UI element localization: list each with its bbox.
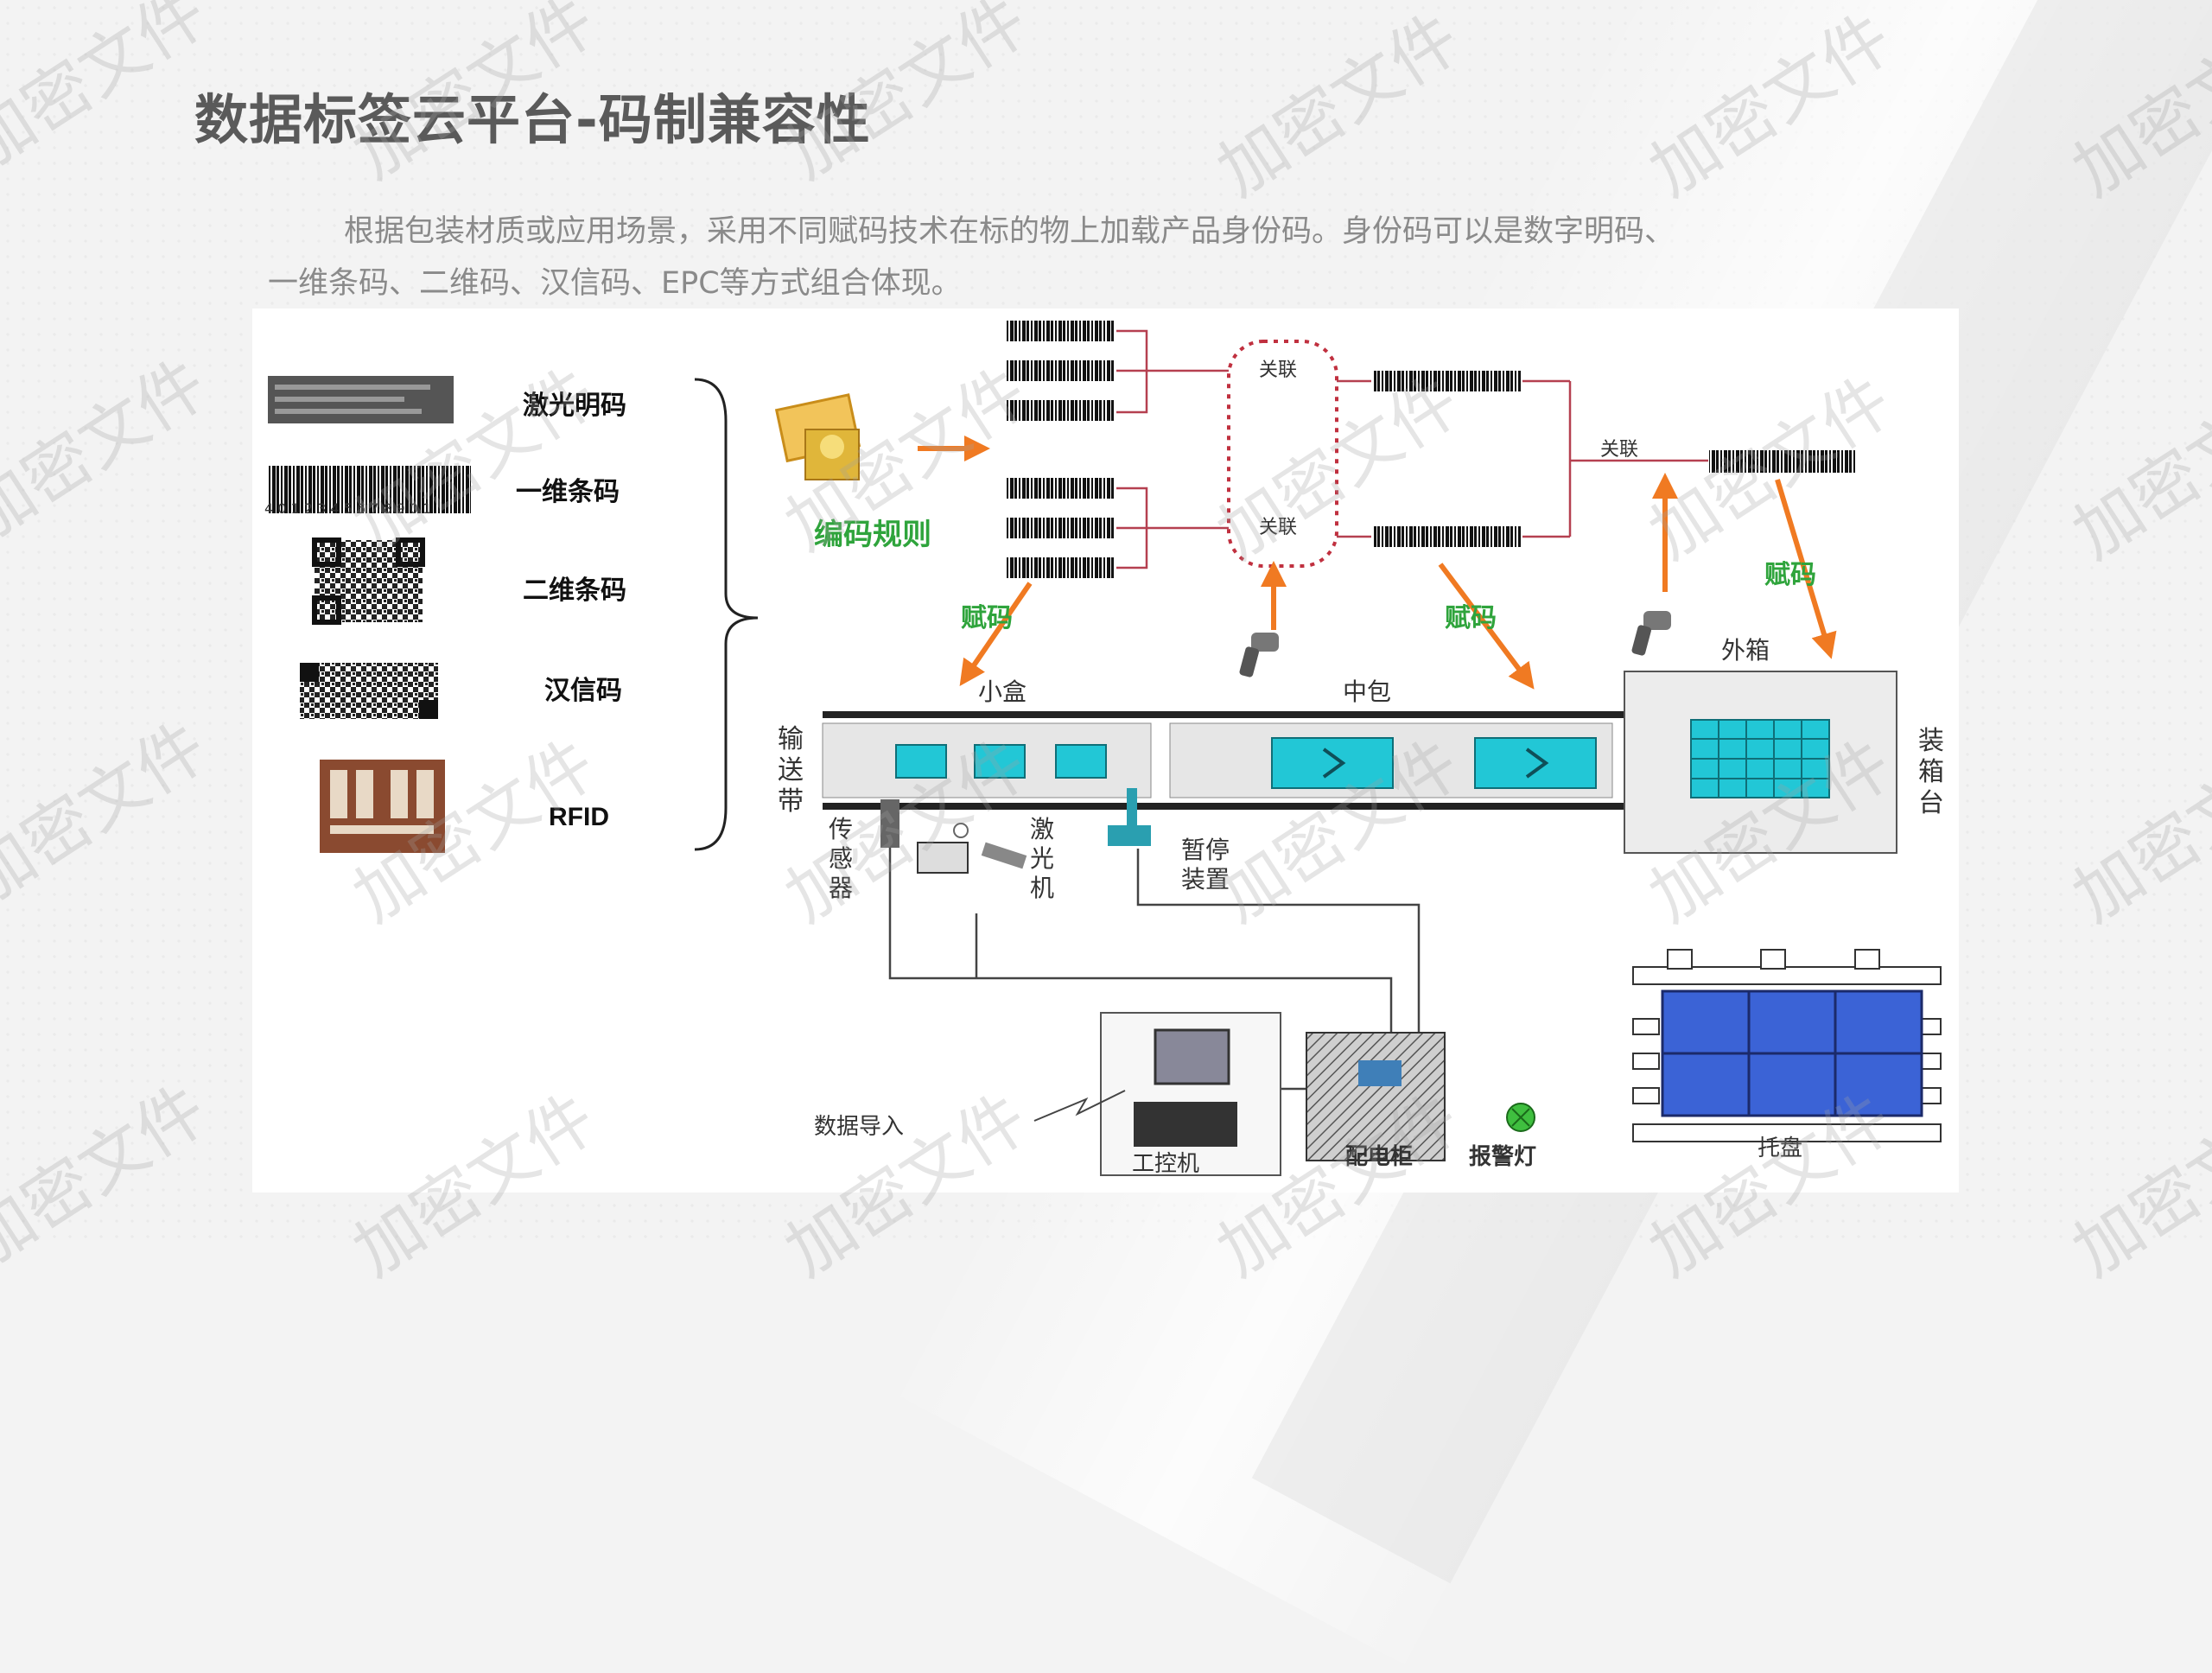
middle-packs [1271, 737, 1597, 789]
alarm-light-icon [1506, 1103, 1535, 1132]
assign-label-2: 赋码 [1445, 603, 1497, 633]
arrow-assign-outer-box [1775, 479, 1837, 659]
laser-code-sample [268, 376, 454, 423]
label-ipc: 工控机 [1132, 1151, 1199, 1177]
label-stopper-2: 装置 [1181, 865, 1230, 894]
label-sensor-1: 传 [829, 815, 853, 843]
pallet [1632, 949, 1942, 1142]
label-conveyor-3: 带 [778, 786, 804, 817]
label-1d-barcode: 一维条码 [516, 477, 620, 507]
grouping-brace [694, 378, 759, 851]
hanxin-code-sample [300, 663, 438, 719]
label-laser-1: 激 [1030, 815, 1054, 843]
outer-box-code [1709, 450, 1856, 473]
slide-title: 数据标签云平台-码制兼容性 [194, 88, 871, 151]
label-small-box: 小盒 [978, 677, 1027, 706]
barcode-sample: 4 0 1 2 3 4 5 6 7 8 9 0 1 [264, 466, 471, 517]
label-packing-3: 台 [1918, 788, 1944, 818]
label-rfid: RFID [549, 803, 609, 831]
label-stopper-1: 暂停 [1181, 836, 1230, 864]
label-outer-box: 外箱 [1721, 636, 1770, 665]
label-laser-code: 激光明码 [523, 391, 626, 421]
scanner-icon-middle [1239, 633, 1279, 677]
sensor-icon [880, 799, 899, 848]
label-alarm: 报警灯 [1469, 1143, 1536, 1170]
middle-pack-code-bottom [1374, 526, 1521, 547]
encoding-rule-label: 编码规则 [814, 518, 931, 552]
intro-paragraph: 根据包装材质或应用场景，采用不同赋码技术在标的物上加载产品身份码。身份码可以是数… [268, 206, 1754, 309]
rfid-tag-sample [320, 760, 445, 853]
associate-label-bottom: 关联 [1259, 517, 1297, 538]
barcode-digits: 4 0 1 2 3 4 5 6 7 8 9 0 1 [264, 500, 431, 517]
arrow-assign-small-box [959, 582, 1033, 686]
label-cabinet: 配电柜 [1345, 1144, 1413, 1170]
power-cabinet-icon [1306, 1032, 1446, 1161]
label-data-import: 数据导入 [814, 1114, 904, 1140]
intro-line-2: 一维条码、二维码、汉信码、EPC等方式组合体现。 [268, 266, 962, 301]
label-packing-1: 装 [1918, 726, 1944, 756]
conveyor-belt [822, 711, 1881, 810]
encoding-rule-icon [774, 393, 861, 480]
label-qr-code: 二维条码 [523, 576, 626, 606]
associate-label-right: 关联 [1600, 439, 1638, 461]
data-import-bolt [1033, 1090, 1126, 1122]
label-conveyor-2: 送 [778, 755, 804, 786]
barcode-stack-top [1006, 321, 1114, 421]
label-laser-3: 机 [1030, 874, 1054, 902]
label-hanxin-code: 汉信码 [544, 676, 622, 706]
middle-pack-code-top [1374, 371, 1521, 391]
arrow-assign-middle-pack [1438, 563, 1535, 690]
intro-line-1: 根据包装材质或应用场景，采用不同赋码技术在标的物上加载产品身份码。身份码可以是数… [344, 214, 1675, 249]
assign-label-3: 赋码 [1764, 560, 1816, 590]
label-laser-2: 光 [1030, 844, 1054, 873]
ipc-icon [1100, 1012, 1281, 1176]
scanner-icon-outer [1631, 611, 1671, 656]
laser-machine-icon [917, 823, 1027, 874]
association-lines [1116, 329, 1708, 569]
label-packing-2: 箱 [1918, 757, 1944, 787]
label-sensor-2: 感 [829, 844, 853, 873]
label-conveyor-1: 输 [778, 724, 804, 754]
stopper-icon [1108, 788, 1151, 846]
assign-label-1: 赋码 [961, 603, 1013, 633]
label-pallet: 托盘 [1758, 1135, 1802, 1161]
label-middle-pack: 中包 [1343, 677, 1391, 706]
small-boxes [895, 744, 1107, 779]
code-compat-diagram: 4 0 1 2 3 4 5 6 7 8 9 0 1 激光明码 一维条码 二维条码… [264, 321, 1944, 1177]
packing-table [1624, 671, 1897, 854]
diagram-panel: 4 0 1 2 3 4 5 6 7 8 9 0 1 激光明码 一维条码 二维条码… [252, 309, 1959, 1193]
label-sensor-3: 器 [829, 874, 853, 902]
qr-code-sample [312, 538, 425, 625]
associate-label-top: 关联 [1259, 359, 1297, 381]
barcode-stack-bottom [1006, 478, 1114, 578]
